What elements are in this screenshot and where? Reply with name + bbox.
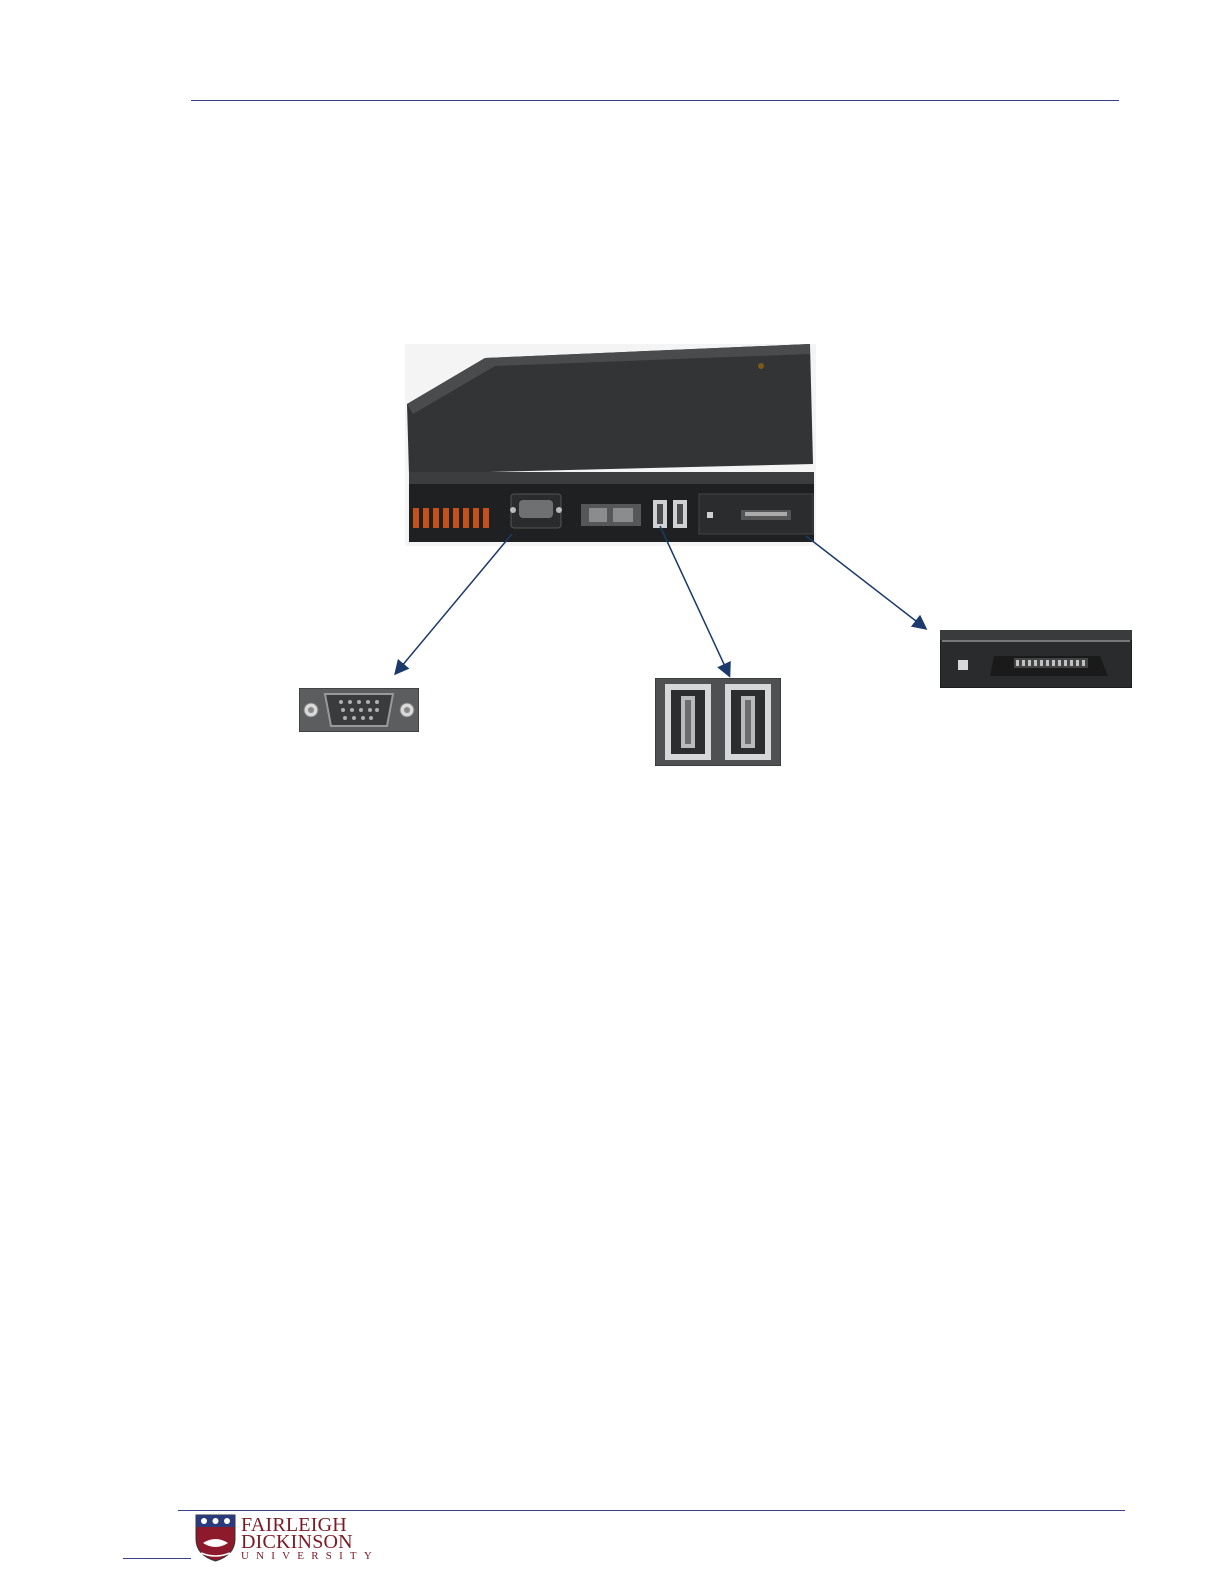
arrow-usb: [660, 526, 729, 675]
footer-rule: [178, 1510, 1125, 1511]
usb-ports-closeup: [655, 678, 781, 766]
laptop-rear-photo: [405, 344, 816, 546]
header-rule: [191, 100, 1119, 101]
arrow-pc-card: [806, 536, 925, 628]
logo-line-2: DICKINSON: [241, 1533, 353, 1551]
logo-line-3: UNIVERSITY: [241, 1550, 379, 1562]
university-logo: FAIRLEIGH DICKINSON UNIVERSITY: [193, 1513, 365, 1563]
footer-left-rule: [123, 1558, 191, 1559]
arrow-vga: [396, 534, 512, 673]
university-seal-icon: [193, 1513, 238, 1563]
pc-card-slot-closeup: [940, 630, 1132, 688]
vga-port-closeup: [299, 688, 419, 732]
